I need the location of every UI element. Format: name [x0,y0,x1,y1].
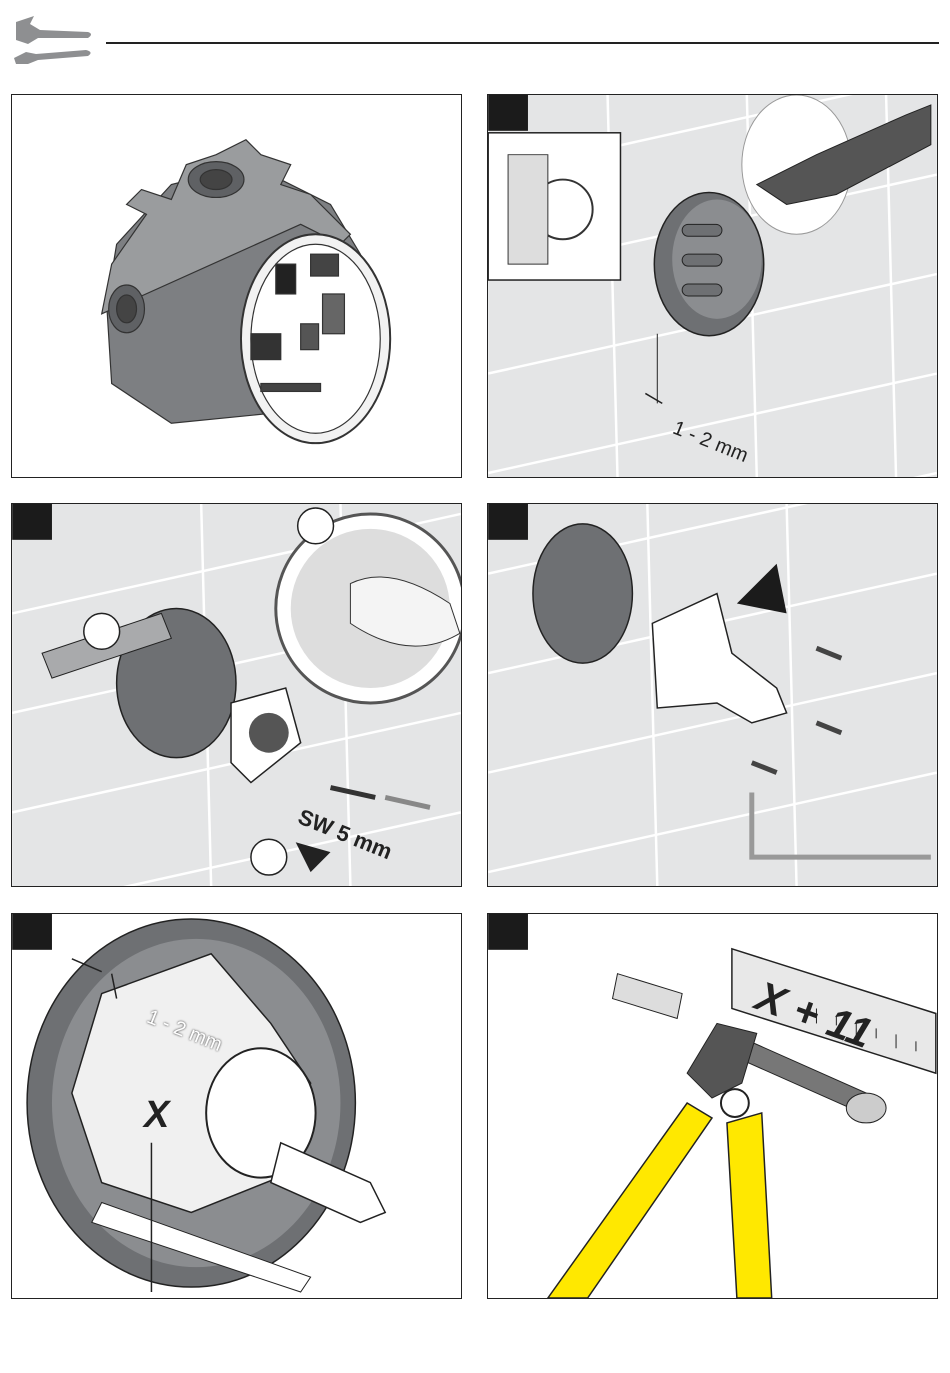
panel-2-cut-plaster-guard: 1 - 2 mm [487,94,938,478]
cutting-illustration [488,914,937,1298]
panel-6-cut-extension: X + 11 [487,913,938,1299]
step-marker [12,504,52,540]
step-marker [488,914,528,950]
panel-4-insert-cartridge [487,503,938,887]
concealed-installation-box-illustration [12,95,461,477]
tile-cutting-illustration [488,95,937,477]
panel-3-mount-screws: SW 5 mm [11,503,462,887]
step-marker [488,504,528,540]
wrench-icon [10,12,96,66]
mounting-illustration [12,504,461,886]
panel-1-installation-box [11,94,462,478]
variable-x-label: X [144,1094,169,1137]
header-rule [106,42,939,44]
measuring-illustration [12,914,461,1298]
step-marker [12,914,52,950]
step-marker [488,95,528,131]
panel-5-measure-x: 1 - 2 mm X [11,913,462,1299]
cartridge-insertion-illustration [488,504,937,886]
